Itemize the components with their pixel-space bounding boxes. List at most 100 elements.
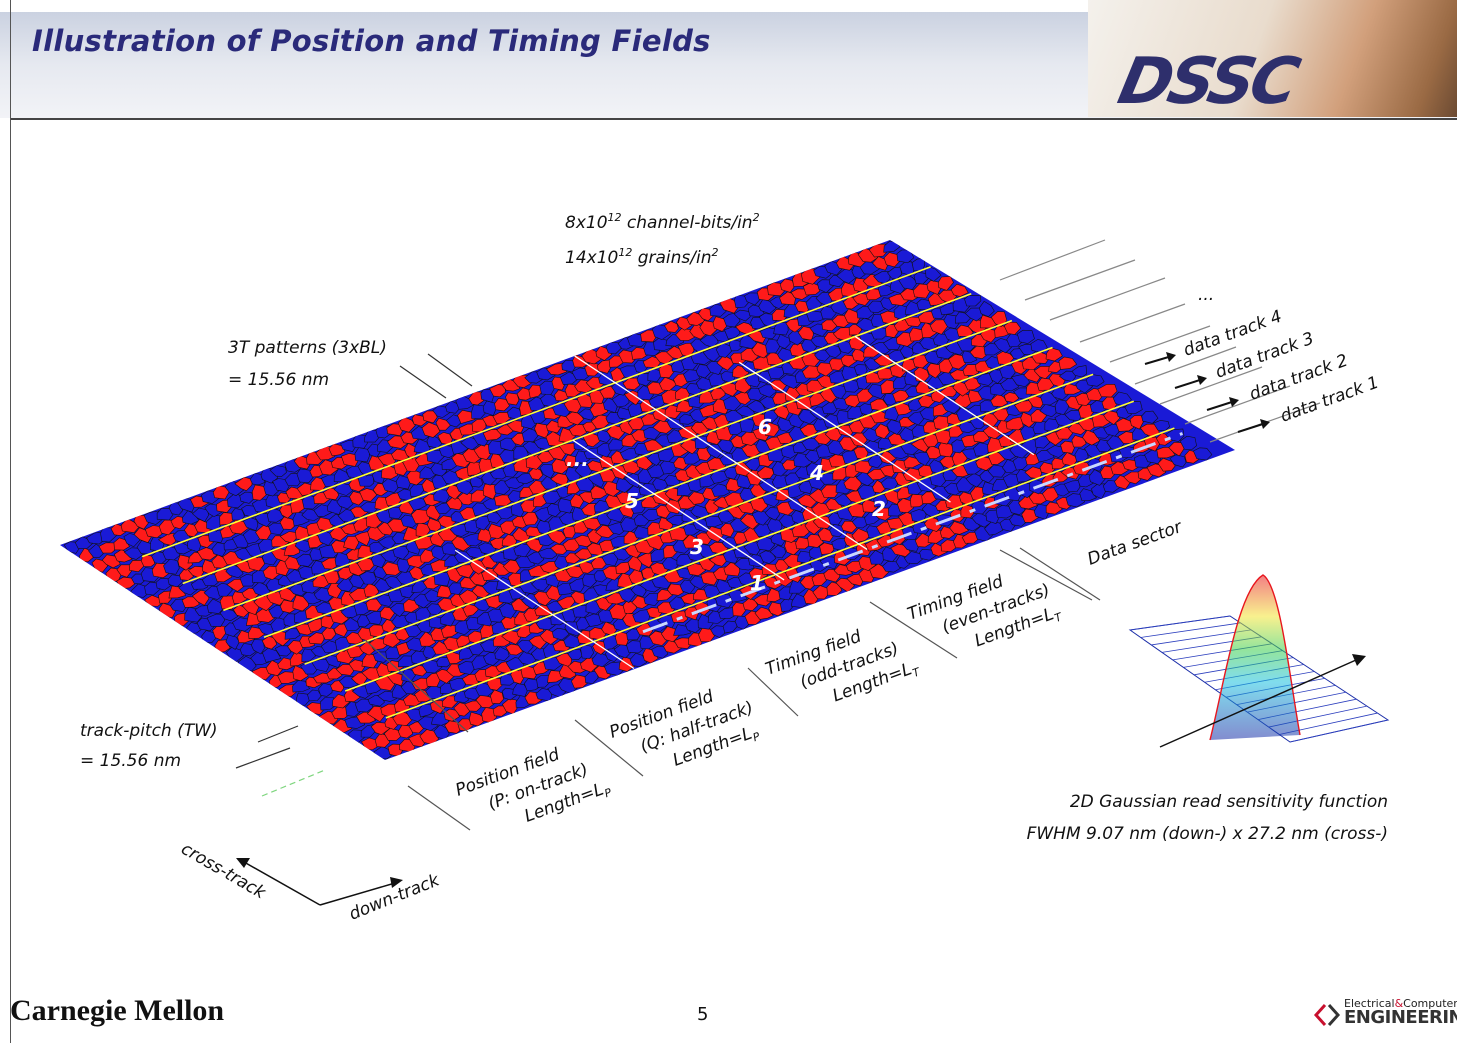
slide-left-border bbox=[10, 0, 11, 1043]
track-line bbox=[263, 346, 1053, 639]
grain bbox=[925, 265, 942, 282]
grain bbox=[704, 515, 724, 528]
grain bbox=[419, 631, 437, 647]
grain bbox=[1079, 488, 1097, 502]
head-path-line bbox=[642, 432, 1184, 634]
grain bbox=[629, 652, 648, 668]
grain bbox=[683, 369, 701, 383]
grain bbox=[296, 553, 315, 567]
data-track-labels: data track 4 data track 3 data track 2 d… bbox=[1144, 307, 1382, 433]
grain bbox=[853, 364, 868, 377]
grain bbox=[628, 569, 644, 585]
grain bbox=[1169, 454, 1187, 468]
grid-ellipsis: ... bbox=[566, 447, 589, 471]
track-line bbox=[182, 292, 972, 585]
grain bbox=[1058, 356, 1078, 370]
grain bbox=[877, 283, 895, 297]
data-sector-label: Data sector bbox=[1085, 517, 1186, 570]
page-number: 5 bbox=[697, 1004, 709, 1025]
grain bbox=[990, 393, 1009, 408]
grain bbox=[925, 445, 943, 459]
grain bbox=[670, 610, 688, 623]
grain bbox=[1193, 447, 1213, 461]
field-leader-lines bbox=[364, 549, 1093, 831]
grain bbox=[494, 398, 510, 412]
down-track-arrowhead bbox=[390, 877, 403, 888]
grain bbox=[868, 243, 888, 258]
grain bbox=[469, 475, 483, 488]
grain bbox=[354, 447, 370, 463]
track-line bbox=[344, 400, 1135, 692]
mesh-line bbox=[1129, 615, 1231, 631]
grain bbox=[807, 534, 825, 548]
grain bbox=[719, 297, 739, 314]
ece-logo-top: Electrical&Computer bbox=[1344, 997, 1457, 1010]
grain bbox=[870, 398, 889, 412]
grain bbox=[557, 498, 575, 514]
grain bbox=[660, 626, 680, 643]
pattern-leader-2 bbox=[399, 365, 447, 399]
grain bbox=[898, 274, 918, 290]
grain bbox=[589, 627, 607, 641]
data-sector-leader bbox=[1019, 547, 1101, 601]
grain bbox=[421, 421, 441, 438]
grain bbox=[449, 523, 469, 537]
field-boundary bbox=[574, 355, 868, 550]
pitch-leader-2 bbox=[235, 747, 291, 769]
grain bbox=[851, 347, 867, 362]
grain bbox=[690, 504, 710, 520]
grain bbox=[917, 394, 936, 408]
field-boundaries bbox=[454, 335, 1035, 670]
grain bbox=[658, 363, 675, 379]
grain bbox=[1030, 339, 1048, 354]
grain bbox=[1179, 435, 1197, 450]
gaussian-arrowhead bbox=[1352, 654, 1366, 666]
field-boundary bbox=[454, 549, 635, 670]
density-labels: 8x1012 channel-bits/in2 14x1012 grains/i… bbox=[565, 211, 760, 268]
grain bbox=[437, 431, 453, 446]
slide-title: Illustration of Position and Timing Fiel… bbox=[32, 24, 711, 58]
grain bbox=[455, 478, 474, 496]
header-rule bbox=[10, 118, 1457, 120]
data-track-1-arrow bbox=[1237, 422, 1267, 433]
grain bbox=[1016, 329, 1035, 344]
grain bbox=[219, 595, 236, 610]
grain bbox=[239, 491, 256, 504]
grain bbox=[219, 608, 239, 622]
grain bbox=[1045, 347, 1063, 362]
grain bbox=[799, 423, 819, 438]
grain bbox=[711, 483, 731, 497]
field-boundary bbox=[572, 439, 785, 581]
grain bbox=[764, 421, 780, 437]
mesh-line bbox=[1140, 622, 1241, 638]
grain bbox=[964, 294, 982, 307]
ece-logo: Electrical&Computer ENGINEERING bbox=[1344, 998, 1457, 1027]
dssc-logo-background bbox=[1088, 0, 1457, 117]
timing-field-even-label: Timing field (even-tracks) Length=LT bbox=[905, 572, 1065, 652]
grain-texture bbox=[63, 240, 1213, 760]
field-boundary bbox=[854, 335, 1035, 456]
region-numbers: 1 2 3 4 5 6 ... bbox=[566, 415, 886, 595]
grain bbox=[424, 589, 443, 603]
grain bbox=[359, 571, 377, 585]
field-boundary bbox=[738, 361, 951, 503]
track-lines bbox=[141, 266, 1184, 719]
grain bbox=[990, 311, 1008, 327]
carnegie-mellon-logo: Carnegie Mellon bbox=[10, 994, 225, 1027]
pattern-leader bbox=[427, 353, 473, 387]
grain bbox=[333, 468, 351, 483]
pitch-label-line1: track-pitch (TW) bbox=[80, 721, 218, 741]
data-track-2-arrowhead bbox=[1229, 397, 1239, 407]
grain bbox=[436, 585, 453, 599]
density-grains: 14x1012 grains/in2 bbox=[565, 246, 719, 268]
data-track-4-arrowhead bbox=[1166, 352, 1176, 362]
dssc-logo: DSSC bbox=[1112, 45, 1302, 119]
data-track-3-arrowhead bbox=[1197, 375, 1207, 385]
grain bbox=[397, 416, 416, 433]
grain bbox=[506, 406, 524, 421]
grain bbox=[383, 727, 402, 741]
track-line bbox=[141, 266, 931, 558]
grain bbox=[365, 610, 383, 625]
track-line bbox=[385, 427, 1175, 719]
position-field-q-label: Position field (Q: half-track) Length=LP bbox=[607, 686, 762, 770]
